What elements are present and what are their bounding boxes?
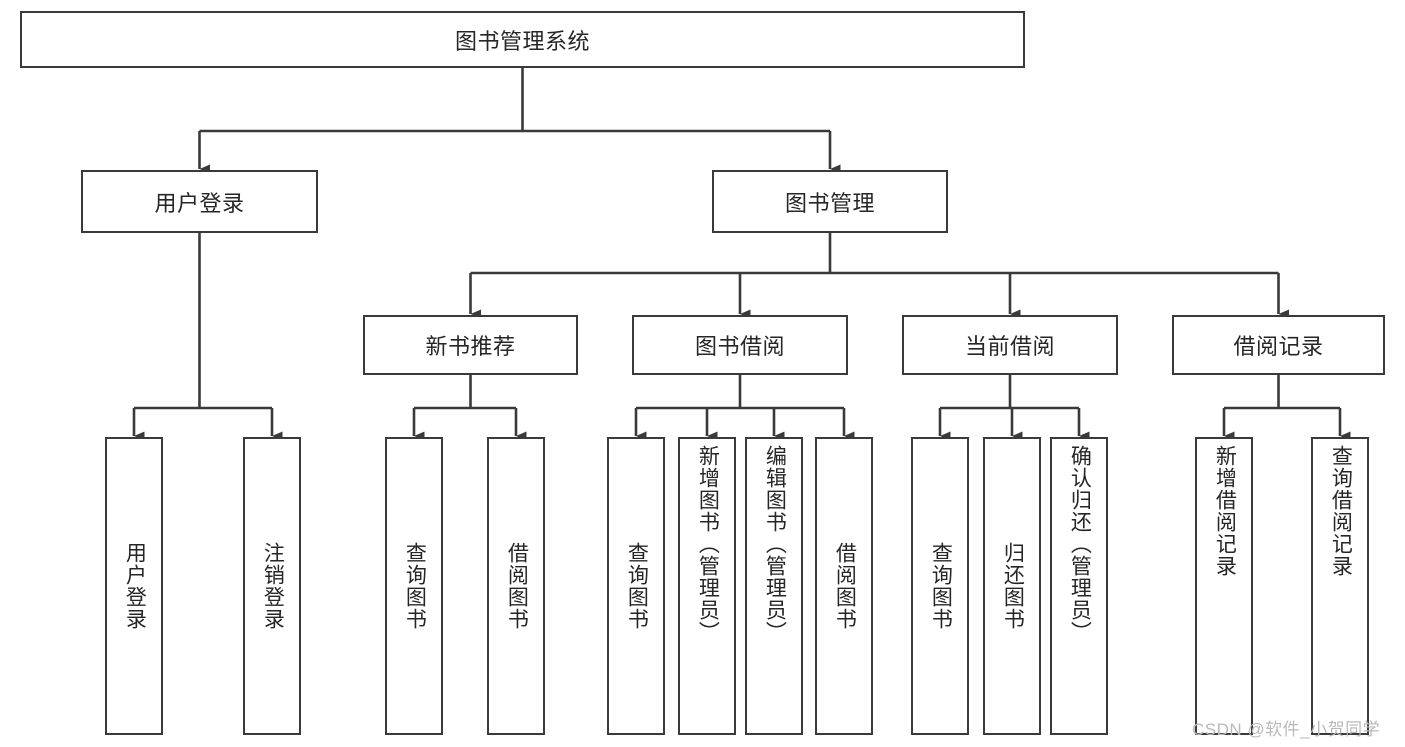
node-leaf-edit-book-admin[interactable]: 编辑图书（管理员）	[745, 437, 803, 735]
node-leaf-borrow-book-rec[interactable]: 借阅图书	[487, 437, 545, 735]
node-book-management[interactable]: 图书管理	[712, 170, 948, 233]
node-leaf-user-login[interactable]: 用户登录	[105, 437, 163, 735]
node-leaf-return-book[interactable]: 归还图书	[983, 437, 1041, 735]
node-leaf-add-borrow-record[interactable]: 新增借阅记录	[1195, 437, 1253, 735]
node-leaf-logout-login[interactable]: 注销登录	[243, 437, 301, 735]
node-book-borrow[interactable]: 图书借阅	[632, 315, 848, 375]
node-leaf-add-book-admin[interactable]: 新增图书（管理员）	[678, 437, 736, 735]
node-leaf-query-book-rec[interactable]: 查询图书	[385, 437, 443, 735]
node-new-book-recommend[interactable]: 新书推荐	[363, 315, 578, 375]
node-leaf-query-borrow-record[interactable]: 查询借阅记录	[1311, 437, 1369, 735]
node-root[interactable]: 图书管理系统	[20, 11, 1025, 68]
node-user-login[interactable]: 用户登录	[81, 170, 318, 233]
node-leaf-borrow-book[interactable]: 借阅图书	[815, 437, 873, 735]
node-leaf-query-book-current[interactable]: 查询图书	[911, 437, 969, 735]
node-leaf-confirm-return-admin[interactable]: 确认归还（管理员）	[1050, 437, 1108, 735]
node-borrow-record[interactable]: 借阅记录	[1172, 315, 1385, 375]
node-current-borrow[interactable]: 当前借阅	[902, 315, 1118, 375]
csdn-watermark: CSDN @软件_小贺同学	[1192, 720, 1381, 739]
node-leaf-query-book-borrow[interactable]: 查询图书	[607, 437, 665, 735]
